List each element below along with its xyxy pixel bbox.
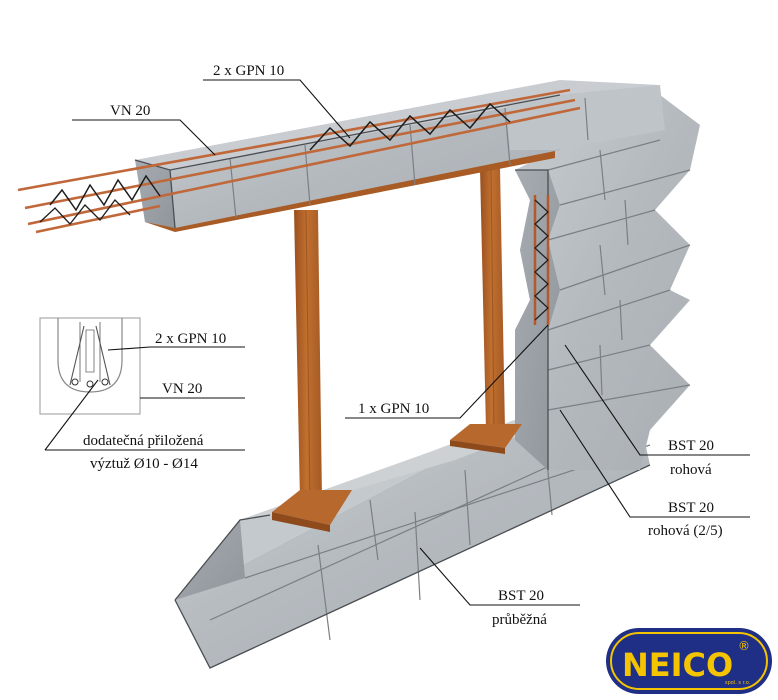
label-bst-corner-title: BST 20 — [668, 438, 714, 454]
label-bst-corner-sub: rohová — [670, 462, 712, 478]
wooden-prop-right — [450, 167, 522, 454]
bottom-wall-front — [175, 418, 650, 668]
label-vn-top: VN 20 — [110, 103, 150, 119]
logo-tagline: spol. s r.o. — [725, 680, 751, 686]
neico-logo: NEICO ® spol. s r.o. — [606, 628, 772, 694]
corner-pillar — [515, 95, 700, 470]
lintel-beam — [134, 80, 665, 232]
label-extra-line2: výztuž Ø10 - Ø14 — [90, 456, 198, 472]
detail-section — [39, 317, 141, 415]
label-extra-line1: dodatečná přiložená — [83, 433, 204, 449]
labels: 2 x GPN 10 VN 20 2 x GPN 10 VN 20 1 x GP… — [83, 63, 723, 628]
label-gpn-single: 1 x GPN 10 — [358, 401, 429, 417]
logo-text: NEICO — [622, 646, 733, 684]
pillar-truss — [533, 195, 550, 325]
label-bst-corner25-sub: rohová (2/5) — [648, 523, 723, 539]
label-vn-detail: VN 20 — [162, 381, 202, 397]
wooden-prop-left — [272, 209, 352, 532]
label-bst-run-title: BST 20 — [498, 588, 544, 604]
label-bst-run-sub: průběžná — [492, 612, 547, 628]
bottom-wall-end — [175, 520, 245, 600]
logo-registered: ® — [738, 639, 750, 653]
label-gpn-top: 2 x GPN 10 — [213, 63, 284, 79]
label-gpn-detail: 2 x GPN 10 — [155, 331, 226, 347]
rebar-truss-top — [17, 88, 581, 234]
label-bst-corner25-title: BST 20 — [668, 500, 714, 516]
leader-lines — [44, 79, 750, 606]
